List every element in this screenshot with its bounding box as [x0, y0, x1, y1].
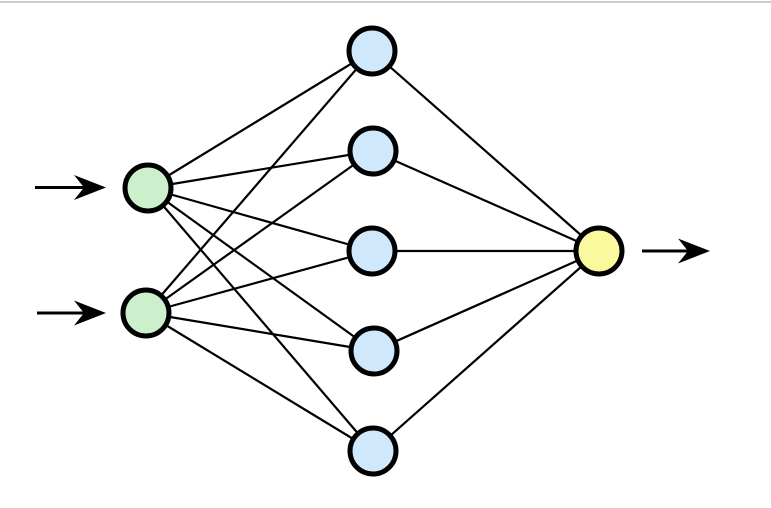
edge-input-2-hidden-3: [145, 249, 373, 315]
io-arrows: [35, 175, 710, 326]
edge-input-2-hidden-1: [145, 50, 373, 314]
input-arrow-1: [35, 175, 106, 200]
node-output-1: [573, 225, 625, 277]
page-top-border-line: [0, 1, 771, 3]
node-hidden-1: [346, 25, 398, 77]
output-arrow: [642, 238, 710, 264]
edge-input-1-hidden-2: [147, 149, 374, 190]
node-hidden-3: [346, 225, 398, 277]
edge-input-2-hidden-5: [145, 312, 374, 452]
edge-hidden-2-output-1: [372, 149, 600, 253]
node-input-1: [122, 162, 174, 214]
edge-input-1-hidden-1: [147, 50, 373, 189]
edge-hidden-4-output-1: [373, 249, 600, 353]
edge-input-1-hidden-3: [147, 186, 373, 253]
connection-edges: [145, 50, 600, 452]
node-hidden-5: [347, 425, 399, 477]
node-input-2: [120, 287, 172, 339]
node-hidden-4: [348, 325, 400, 377]
edge-hidden-5-output-1: [372, 250, 600, 452]
edge-input-2-hidden-2: [145, 150, 374, 314]
input-arrow-2: [37, 300, 106, 326]
edge-input-2-hidden-4: [145, 311, 375, 353]
node-hidden-2: [347, 125, 399, 177]
network-nodes: [120, 25, 625, 477]
input-arrow-1-head: [74, 175, 106, 200]
edge-input-1-hidden-4: [147, 187, 375, 352]
page-top-border: [0, 1, 771, 3]
input-arrow-2-head: [74, 300, 106, 326]
edge-hidden-1-output-1: [371, 50, 600, 252]
edge-input-1-hidden-5: [147, 187, 374, 452]
output-arrow-head: [678, 238, 710, 264]
